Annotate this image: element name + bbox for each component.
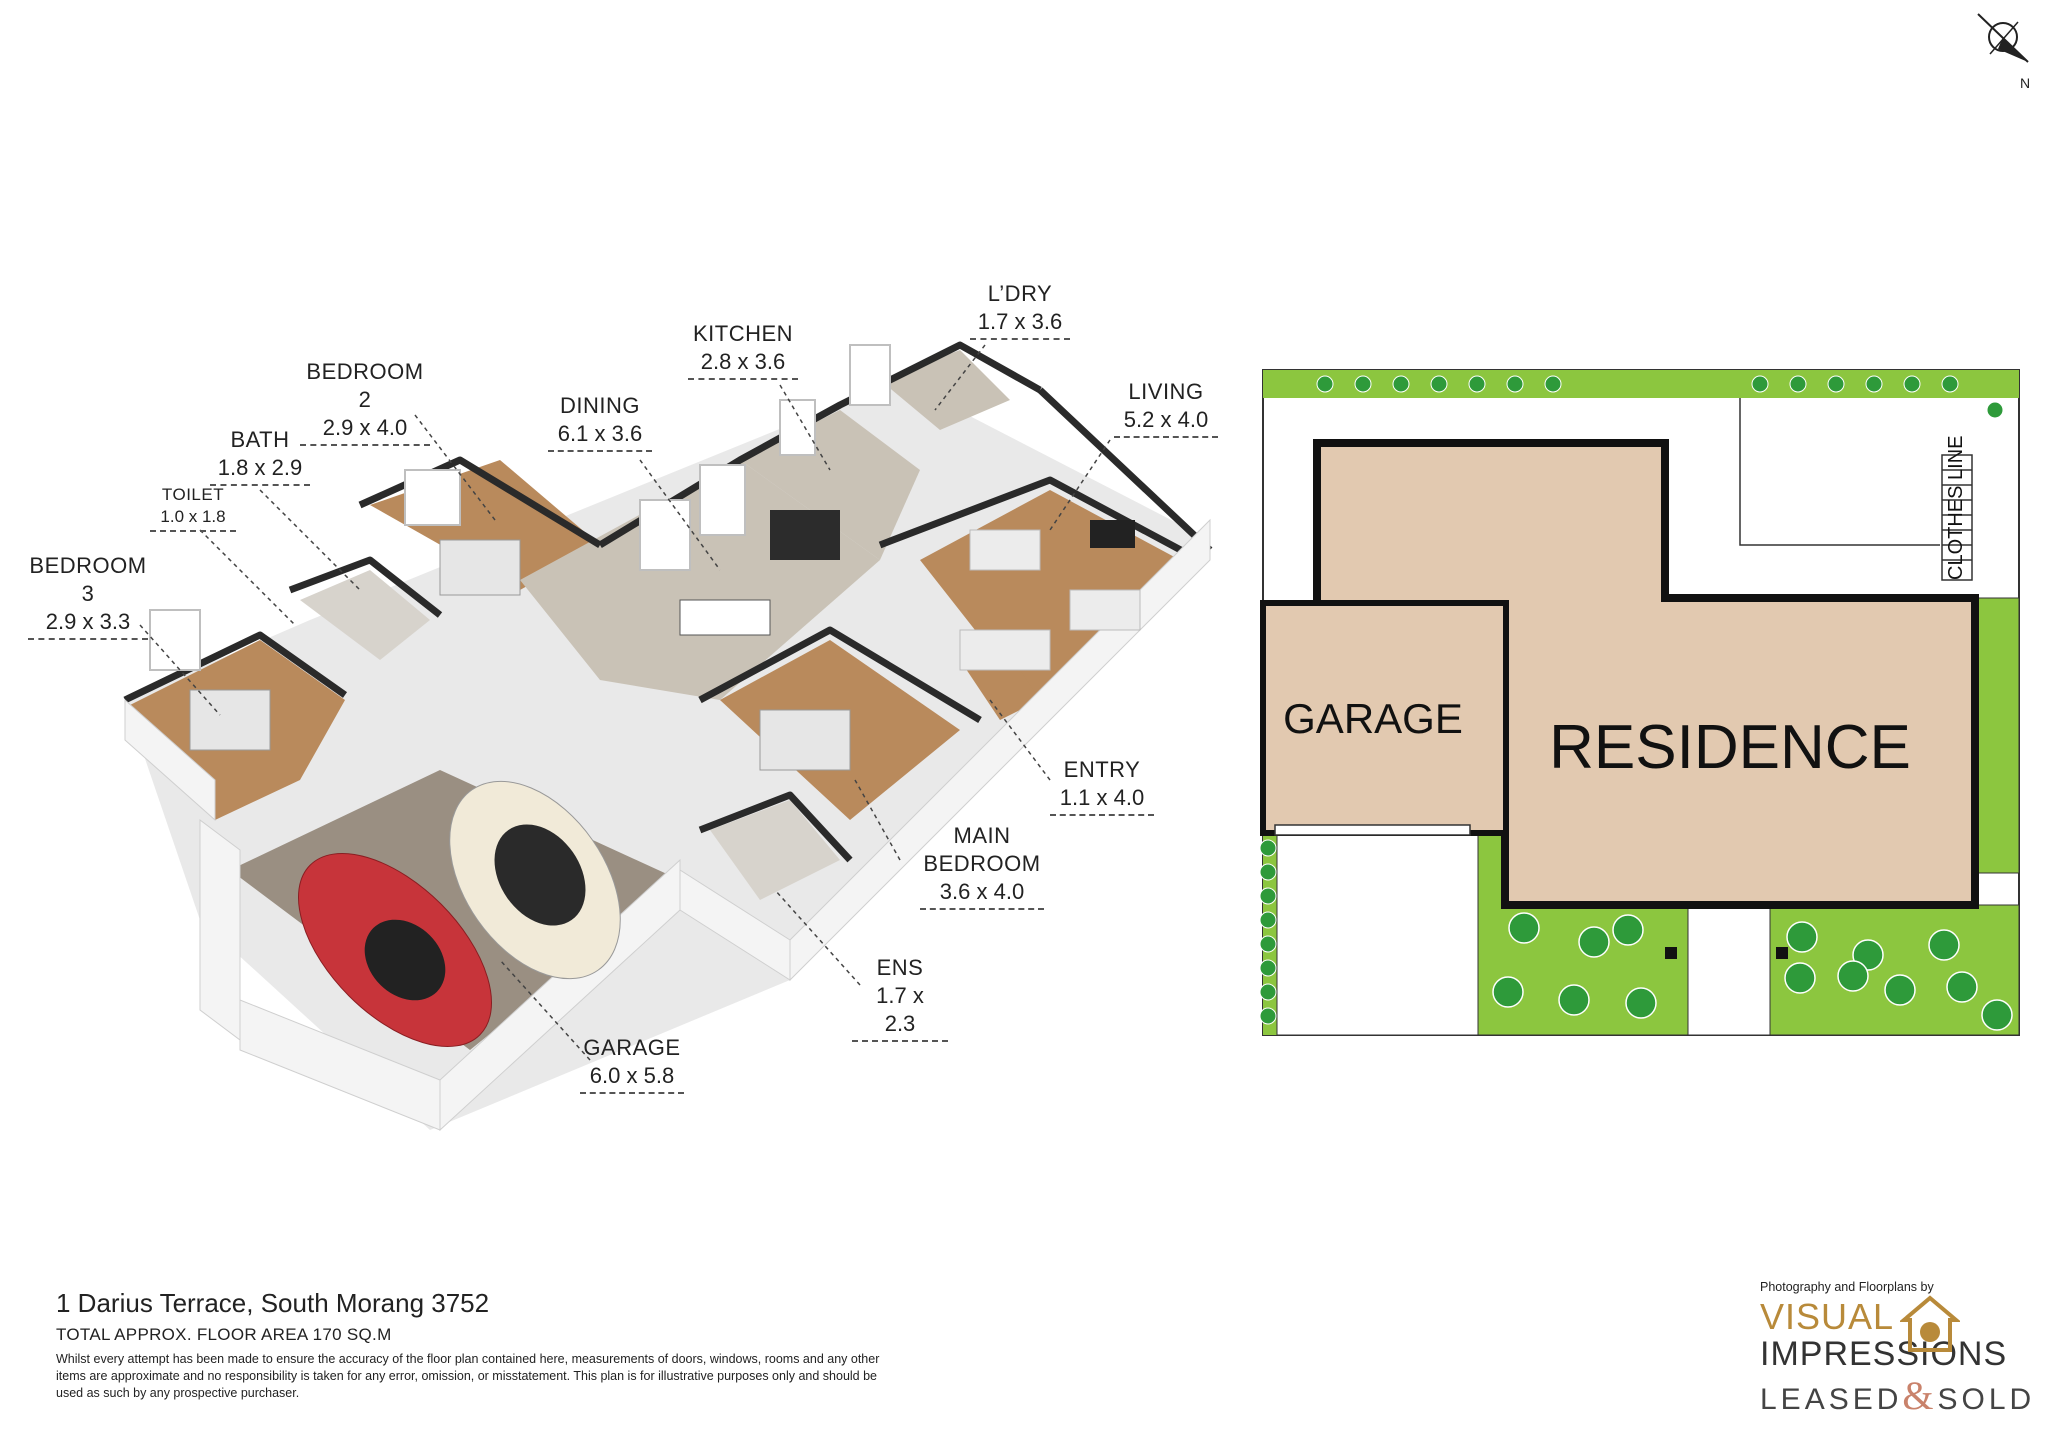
furniture (189, 510, 1141, 771)
tree-icon (1492, 976, 1524, 1008)
tree-icon (1946, 971, 1978, 1003)
tv-icon (1090, 520, 1135, 548)
walls (123, 341, 1213, 863)
shrub-icon (1751, 375, 1769, 393)
agency-logo: LEASED&SOLD (1760, 1373, 2031, 1420)
site-plan: GARAGE RESIDENCE CLOTHES LINE (1259, 369, 2020, 1036)
post (1665, 947, 1677, 959)
shrub-icon (1259, 911, 1277, 929)
bed-icon (439, 539, 521, 596)
shrub-icon (1259, 983, 1277, 1001)
property-address: 1 Darius Terrace, South Morang 3752 (56, 1288, 490, 1318)
tree-icon (1508, 912, 1540, 944)
agency-left: LEASED (1760, 1383, 1903, 1416)
credit-text: Photography and Floorplans by (1760, 1280, 1934, 1294)
shrub-icon (1827, 375, 1845, 393)
sofa-icon (959, 629, 1051, 671)
windows (149, 344, 891, 671)
tree-icon (1981, 999, 2013, 1031)
kitchen-island-icon (770, 510, 840, 560)
shrub-icon (1259, 863, 1277, 881)
tree-icon (1558, 984, 1590, 1016)
garage-block (1260, 600, 1509, 836)
shrub-icon (1544, 375, 1562, 393)
compass-icon: N (1977, 13, 2030, 91)
compass-north-label: N (2020, 75, 2030, 91)
shrub-icon (1941, 375, 1959, 393)
shrub-icon (1259, 887, 1277, 905)
shrub-icon (1354, 375, 1372, 393)
tree-icon (1837, 960, 1869, 992)
footer: 1 Darius Terrace, South Morang 3752 TOTA… (56, 1288, 956, 1402)
shrub-icon (1986, 401, 2004, 419)
agency-amp: & (1902, 1373, 1938, 1418)
ens-floor (710, 800, 840, 900)
brand-line2: IMPRESSIONS (1760, 1335, 2008, 1373)
tree-icon (1884, 974, 1916, 1006)
isometric-floor-plan (123, 341, 1213, 1132)
car-white-roof (494, 824, 586, 926)
clothes-line-icon (1941, 454, 1973, 581)
shrub-icon (1259, 935, 1277, 953)
shrub-icon (1259, 1007, 1277, 1025)
cars (297, 780, 621, 1048)
tree-icon (1784, 962, 1816, 994)
tree-icon (1625, 987, 1657, 1019)
clothes-line-label: CLOTHES LINE (1945, 436, 1967, 580)
shrub-icon (1865, 375, 1883, 393)
bed-icon (189, 689, 271, 751)
floor-area: TOTAL APPROX. FLOOR AREA 170 SQ.M (56, 1325, 392, 1344)
car-red-roof (364, 919, 446, 1001)
agency-right: SOLD (1937, 1383, 2036, 1416)
site-garage-label: GARAGE (1283, 695, 1463, 742)
garage-door (1274, 824, 1471, 836)
sofa-icon (1069, 589, 1141, 631)
path (1687, 904, 1771, 1036)
bed-icon (759, 709, 851, 771)
shrub-icon (1259, 839, 1277, 857)
leader-lines (139, 344, 1111, 1061)
disclaimer: Whilst every attempt has been made to en… (56, 1352, 880, 1400)
site-residence-label: RESIDENCE (1549, 713, 1911, 782)
tree-icon (1612, 914, 1644, 946)
post (1776, 947, 1788, 959)
lawn-right (1974, 597, 2020, 874)
clothes-line-area (1739, 398, 1940, 546)
bath-floor (300, 570, 430, 660)
trees (1259, 375, 2013, 1031)
shrub-icon (1392, 375, 1410, 393)
shrub-icon (1430, 375, 1448, 393)
shrub-icon (1506, 375, 1524, 393)
shrub-icon (1468, 375, 1486, 393)
brand-line1: VISUAL (1760, 1296, 1895, 1337)
dining-table-icon (679, 599, 771, 636)
shrub-icon (1789, 375, 1807, 393)
compass: N (1968, 4, 2038, 99)
tree-icon (1578, 926, 1610, 958)
shrub-icon (1259, 959, 1277, 977)
branding: Photography and Floorplans by VISUAL IMP… (1760, 1280, 2031, 1420)
tree-icon (1786, 921, 1818, 953)
lawn-top-strip (1263, 370, 2019, 398)
sofa-icon (969, 529, 1041, 571)
tree-icon (1928, 929, 1960, 961)
house-logo-icon (1900, 1295, 1960, 1352)
shrub-icon (1903, 375, 1921, 393)
shrub-icon (1316, 375, 1334, 393)
driveway (1276, 834, 1479, 1036)
